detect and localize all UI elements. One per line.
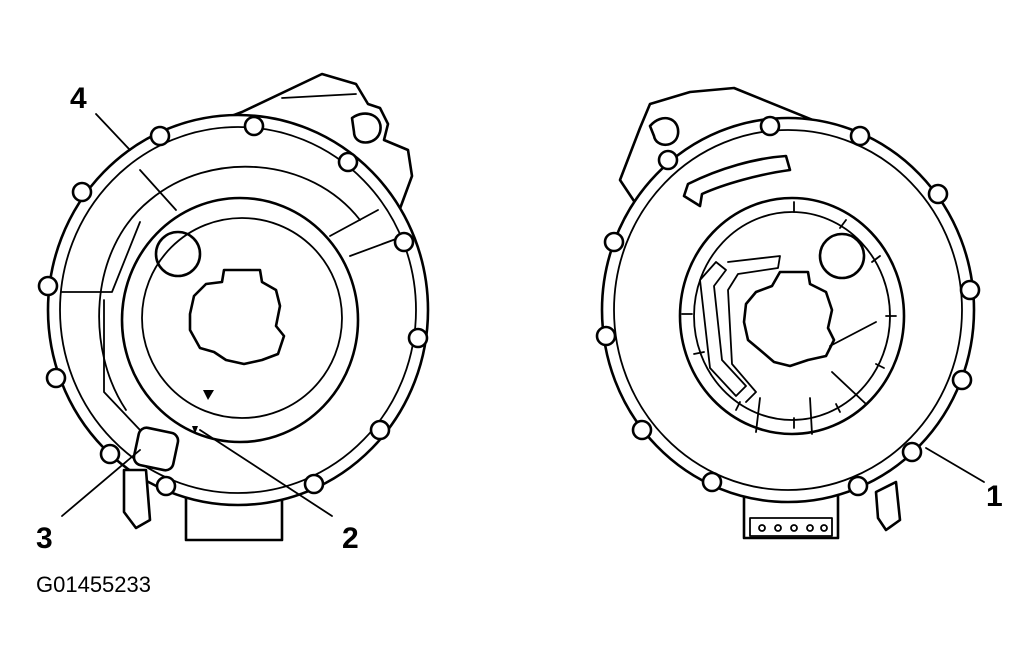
right-rotor-ring-outer: [678, 196, 906, 436]
left-boss: [37, 275, 59, 297]
right-splined-hub: [742, 270, 836, 368]
left-rotor-ring-inner: [141, 217, 343, 419]
leader-line-3: [61, 449, 141, 517]
right-connector-pins: [758, 524, 828, 532]
left-housing-mark: [192, 426, 198, 434]
leader-lines: [61, 113, 985, 517]
left-housing-rim: [59, 126, 417, 494]
left-boss: [407, 327, 429, 349]
right-connector-pin: [758, 524, 766, 532]
right-boss: [849, 125, 871, 147]
leader-line-1: [925, 447, 985, 483]
left-boss: [303, 473, 325, 495]
right-boss: [959, 279, 981, 301]
left-boss: [243, 115, 265, 137]
right-connector-pin: [820, 524, 828, 532]
left-rotor-hole: [154, 230, 202, 278]
right-rotor-sectors: [755, 321, 877, 435]
left-boss: [99, 443, 121, 465]
left-ear-notch: [350, 112, 382, 144]
left-boss: [337, 151, 359, 173]
right-boss: [951, 369, 973, 391]
right-housing-outer: [600, 116, 976, 504]
left-boss: [369, 419, 391, 441]
right-arc-slot: [682, 154, 792, 208]
leader-line-4: [95, 113, 131, 151]
left-view-front: [37, 72, 430, 542]
left-boss: [71, 181, 93, 203]
right-boss: [595, 325, 617, 347]
right-boss: [603, 231, 625, 253]
right-boss: [657, 149, 679, 171]
left-boss: [45, 367, 67, 389]
left-boss: [155, 475, 177, 497]
left-lock-lever: [132, 426, 180, 472]
left-mounting-bosses: [37, 115, 429, 497]
right-pin: [874, 480, 902, 532]
left-segment-lines: [61, 169, 405, 431]
right-cable-guide: [699, 261, 747, 397]
left-ear-inner-line: [281, 93, 357, 99]
right-mounting-bosses: [595, 115, 981, 497]
figure-id: G01455233: [36, 572, 151, 597]
right-cable-guide-2: [727, 255, 781, 403]
left-housing-outer: [46, 113, 430, 507]
right-boss: [701, 471, 723, 493]
callout-2: 2: [342, 522, 359, 555]
left-pin: [122, 468, 152, 530]
left-boss: [393, 231, 415, 253]
left-rotor-ring-outer: [120, 196, 360, 444]
left-boss: [149, 125, 171, 147]
right-connector-pin: [806, 524, 814, 532]
right-boss: [901, 441, 923, 463]
left-splined-hub: [188, 268, 286, 366]
right-boss: [631, 419, 653, 441]
callout-1: 1: [986, 480, 1003, 513]
leader-line-2: [199, 429, 333, 517]
left-alignment-mark: [203, 390, 214, 400]
right-boss: [759, 115, 781, 137]
left-inner-arc: [98, 165, 361, 411]
right-rotor-hole: [818, 232, 866, 280]
callout-4: 4: [70, 82, 87, 115]
right-ear-notch: [648, 116, 680, 147]
right-connector-pin: [790, 524, 798, 532]
right-boss: [927, 183, 949, 205]
right-housing-rim: [613, 129, 963, 491]
callout-3: 3: [36, 522, 53, 555]
right-view-back: [595, 86, 981, 540]
right-rotor-ticks: [681, 201, 897, 429]
right-boss: [847, 475, 869, 497]
right-connector-pin: [774, 524, 782, 532]
